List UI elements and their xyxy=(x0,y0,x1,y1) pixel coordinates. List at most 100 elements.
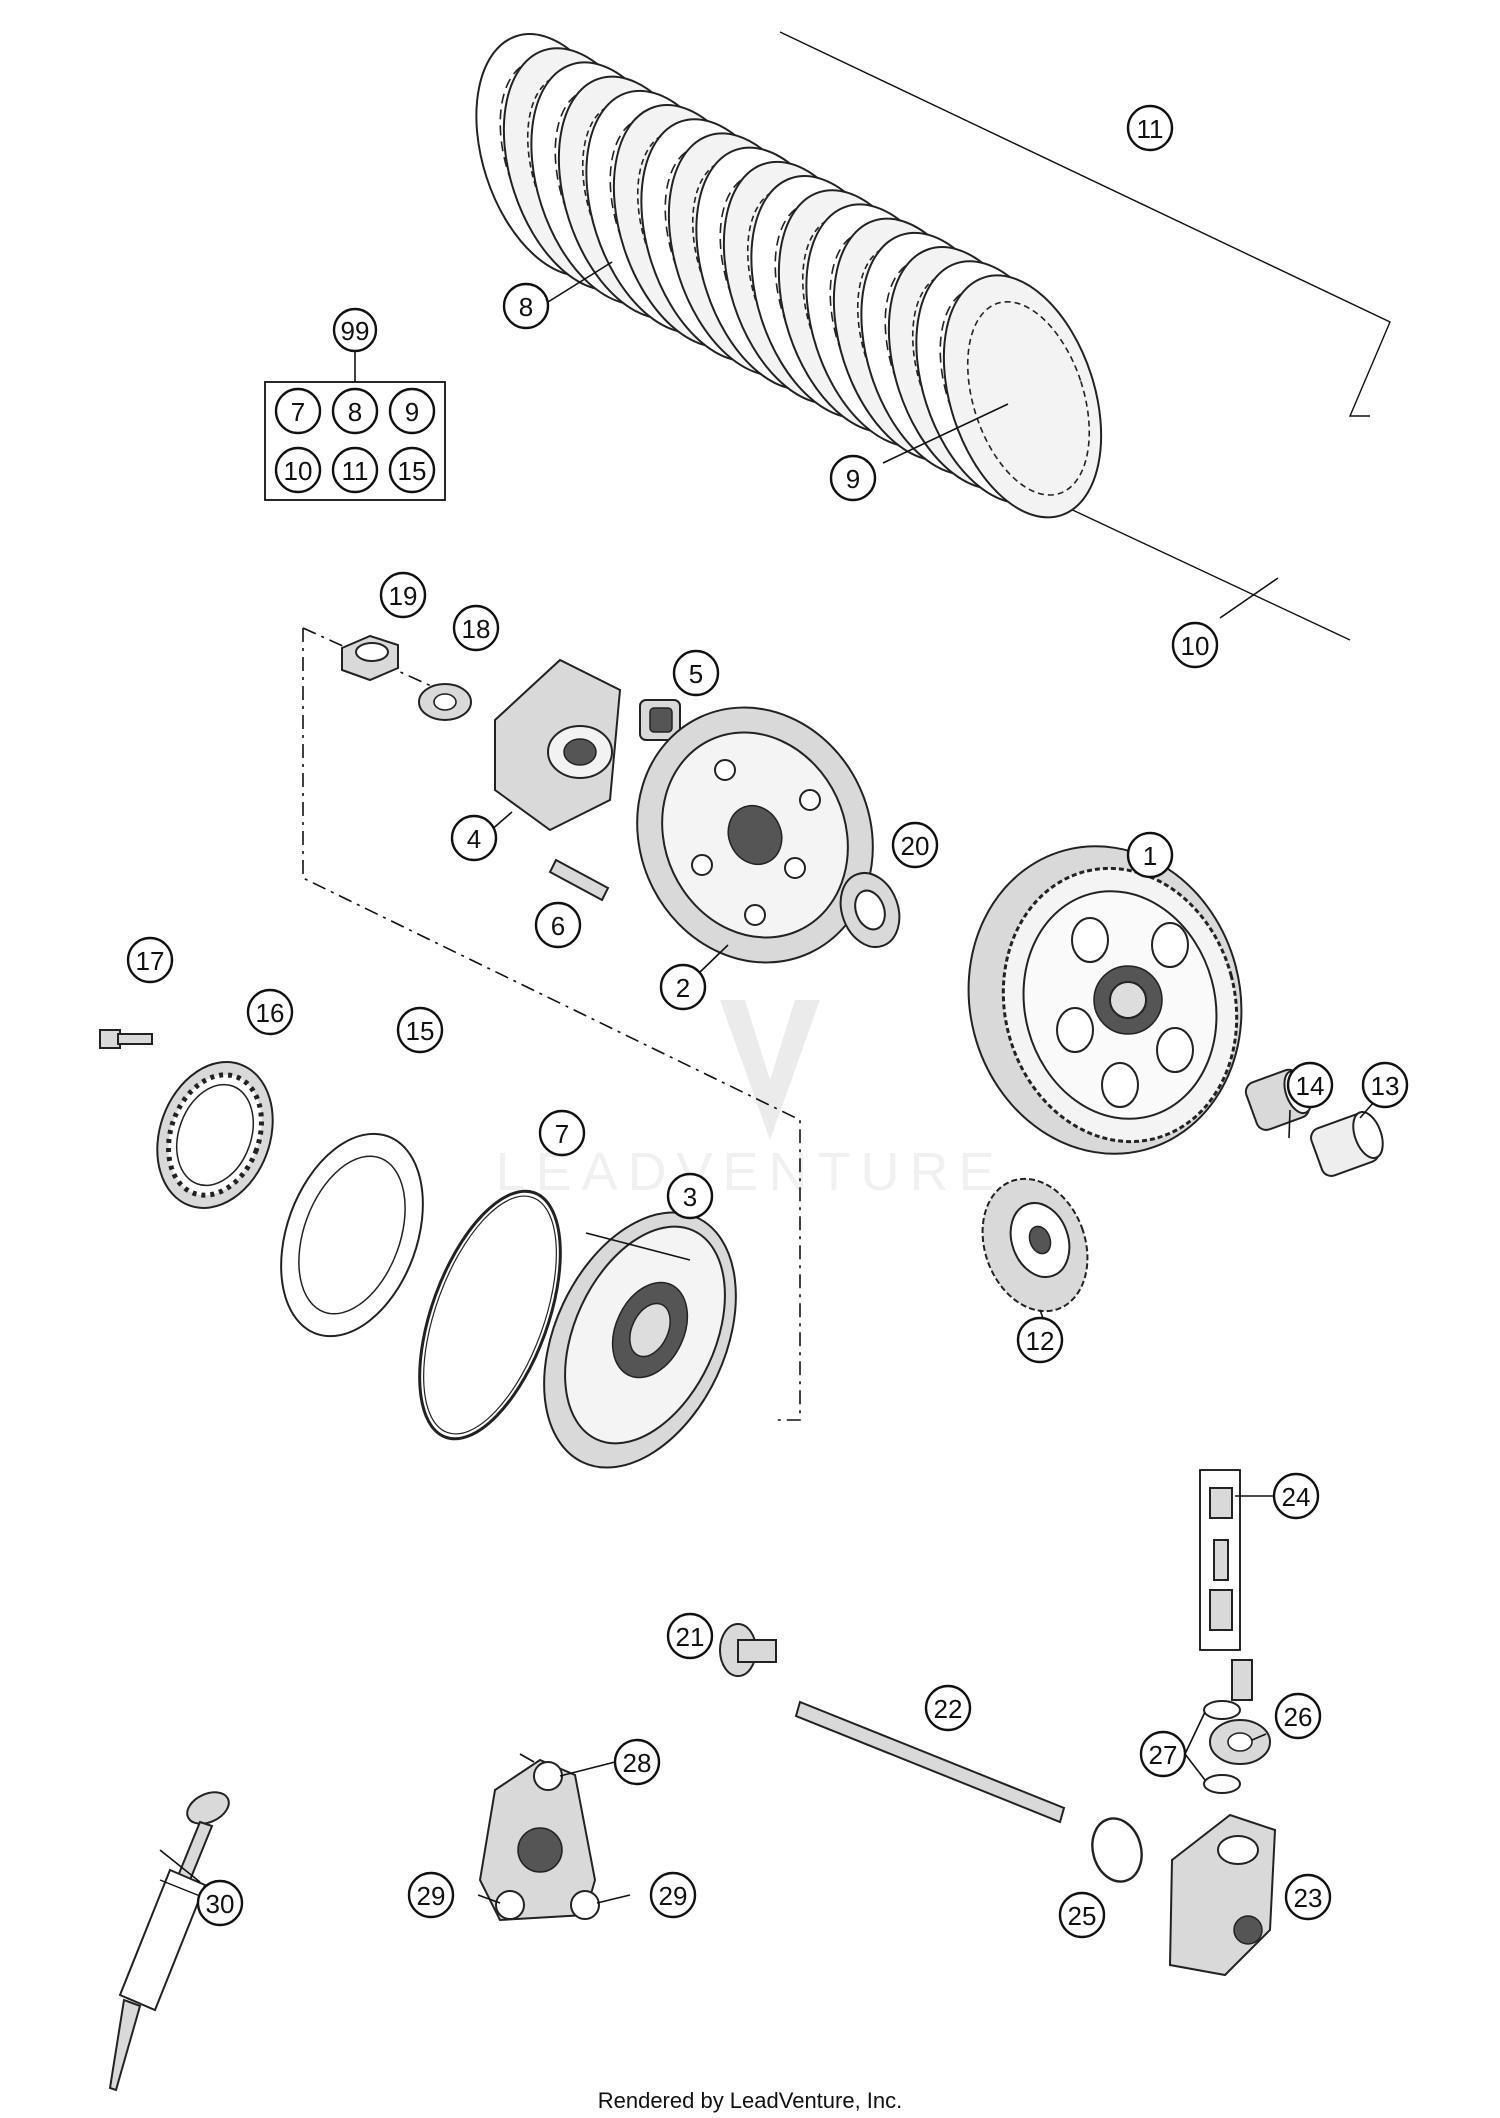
callout-label: 8 xyxy=(519,292,533,322)
kit-item-label: 9 xyxy=(405,397,419,427)
nut-part xyxy=(341,634,399,682)
callout-19[interactable]: 19 xyxy=(379,571,427,619)
callout-label: 28 xyxy=(623,1748,652,1778)
callout-23[interactable]: 23 xyxy=(1284,1873,1332,1921)
kit-item-label: 11 xyxy=(342,456,369,486)
damper-part xyxy=(639,699,681,741)
callout-30[interactable]: 30 xyxy=(196,1879,244,1927)
callouts: 1 2 3 4 5 6 7 8 9 10 11 12 13 14 15 16 1… xyxy=(126,104,1409,1939)
callout-label: 26 xyxy=(1284,1702,1313,1732)
bleeder-assembly-part xyxy=(1199,1469,1241,1651)
callout-21[interactable]: 21 xyxy=(666,1612,714,1660)
callout-label: 15 xyxy=(406,1016,435,1046)
callout-14[interactable]: 14 xyxy=(1286,1061,1334,1109)
steel-disc xyxy=(942,274,1103,519)
callout-label: 9 xyxy=(846,464,860,494)
callout-27[interactable]: 27 xyxy=(1139,1730,1187,1778)
callout-label: 17 xyxy=(136,946,165,976)
primary-gear-part xyxy=(981,1177,1089,1313)
callout-label: 13 xyxy=(1371,1071,1400,1101)
callout-label: 24 xyxy=(1282,1482,1311,1512)
callout-label: 29 xyxy=(659,1881,688,1911)
callout-label: 27 xyxy=(1149,1740,1178,1770)
hub-part xyxy=(636,706,874,964)
callout-1[interactable]: 1 xyxy=(1126,831,1174,879)
callout-label: 2 xyxy=(676,973,690,1003)
clutch-plate-stack xyxy=(475,31,1391,641)
kit-item-label: 8 xyxy=(348,397,362,427)
callout-8[interactable]: 8 xyxy=(502,282,550,330)
banjo-fitting-part xyxy=(1209,1659,1271,1765)
thrust-washer-part xyxy=(839,872,901,948)
pressure-plate-part xyxy=(543,1211,737,1469)
callout-16[interactable]: 16 xyxy=(246,988,294,1036)
callout-13[interactable]: 13 xyxy=(1361,1061,1409,1109)
callout-10[interactable]: 10 xyxy=(1171,621,1219,669)
screw-part xyxy=(99,1029,153,1049)
callout-label: 25 xyxy=(1068,1901,1097,1931)
callout-label: 21 xyxy=(676,1622,705,1652)
callout-label: 23 xyxy=(1294,1883,1323,1913)
kit-item-label: 10 xyxy=(284,456,313,486)
callout-label: 22 xyxy=(934,1694,963,1724)
callout-4[interactable]: 4 xyxy=(450,814,498,862)
callout-label: 4 xyxy=(467,824,481,854)
callout-label: 12 xyxy=(1026,1326,1055,1356)
callout-label: 20 xyxy=(901,831,930,861)
callout-label: 10 xyxy=(1181,631,1210,661)
callout-label: 1 xyxy=(1143,841,1157,871)
callout-26[interactable]: 26 xyxy=(1274,1692,1322,1740)
callout-label: 19 xyxy=(389,581,418,611)
callout-label: 18 xyxy=(462,614,491,644)
callout-18[interactable]: 18 xyxy=(452,604,500,652)
slave-cylinder-part xyxy=(1168,1813,1277,1977)
callout-25[interactable]: 25 xyxy=(1058,1891,1106,1939)
callout-5[interactable]: 5 xyxy=(672,649,720,697)
lock-washer-part xyxy=(418,683,472,721)
callout-label: 11 xyxy=(1137,114,1164,144)
disc-inner-teeth xyxy=(966,300,1091,496)
callout-9[interactable]: 9 xyxy=(829,454,877,502)
kit-item-label: 15 xyxy=(398,456,427,486)
footer-credit: Rendered by LeadVenture, Inc. xyxy=(597,2088,903,2113)
callout-17[interactable]: 17 xyxy=(126,936,174,984)
clutch-basket-part xyxy=(967,845,1243,1155)
callout-29-right[interactable]: 29 xyxy=(649,1871,697,1919)
callout-12[interactable]: 12 xyxy=(1016,1316,1064,1364)
watermark-text: LEADVENTURE xyxy=(495,1142,1004,1202)
slave-piston-part xyxy=(719,1623,777,1677)
callout-6[interactable]: 6 xyxy=(534,901,582,949)
o-ring-part xyxy=(1091,1817,1143,1883)
callout-label: 5 xyxy=(689,659,703,689)
bushing-part xyxy=(1310,1111,1384,1177)
pressure-disc-part xyxy=(280,1132,424,1338)
cylinder-cover-part xyxy=(478,1758,600,1922)
callout-label: 16 xyxy=(256,998,285,1028)
kit-callout-label: 99 xyxy=(341,316,370,346)
spring-washer-part xyxy=(156,1061,274,1209)
leader-lines xyxy=(159,128,1387,1904)
callout-3[interactable]: 3 xyxy=(666,1172,714,1220)
push-rod-part xyxy=(794,1700,1066,1824)
assembly-dashed-outline xyxy=(302,627,801,1421)
callout-label: 3 xyxy=(683,1182,697,1212)
callout-7[interactable]: 7 xyxy=(538,1109,586,1157)
callout-2[interactable]: 2 xyxy=(659,963,707,1011)
callout-label: 14 xyxy=(1296,1071,1325,1101)
callout-24[interactable]: 24 xyxy=(1272,1472,1320,1520)
kit-item-label: 7 xyxy=(291,397,305,427)
kit-box: 99 7 8 9 10 11 15 xyxy=(264,307,446,501)
kit-callout[interactable]: 99 xyxy=(332,307,378,353)
callout-29-left[interactable]: 29 xyxy=(407,1871,455,1919)
wire-ring-part xyxy=(418,1189,562,1441)
callout-15[interactable]: 15 xyxy=(396,1006,444,1054)
seal-ring-part xyxy=(1203,1700,1241,1794)
pin-part xyxy=(548,858,610,902)
callout-22[interactable]: 22 xyxy=(924,1684,972,1732)
callout-11[interactable]: 11 xyxy=(1126,104,1174,152)
callout-label: 29 xyxy=(417,1881,446,1911)
callout-20[interactable]: 20 xyxy=(891,821,939,869)
callout-label: 6 xyxy=(551,911,565,941)
callout-28[interactable]: 28 xyxy=(613,1738,661,1786)
